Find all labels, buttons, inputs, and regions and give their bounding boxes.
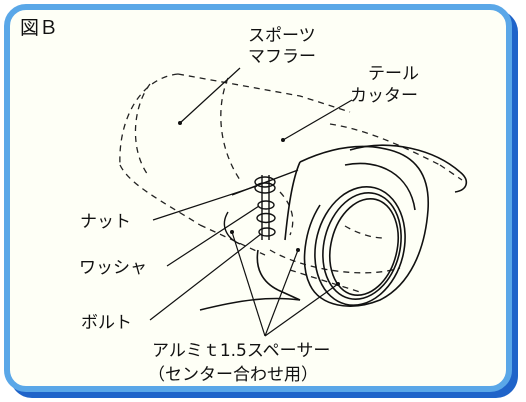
tail-cutter-label-1: テール xyxy=(368,64,419,84)
figure-label: 図Ｂ xyxy=(20,17,58,39)
spacer-label-2: （センター合わせ用） xyxy=(148,365,318,385)
sports-muffler-outline xyxy=(119,73,463,293)
sports-muffler-label-1: スポーツ xyxy=(248,26,316,46)
washer-label: ワッシャ xyxy=(79,258,147,278)
bolt-label: ボルト xyxy=(81,313,132,333)
spacer-label-1: アルミｔ1.5スペーサー xyxy=(152,341,330,361)
tail-cutter-label-2: カッター xyxy=(350,86,418,106)
sports-muffler-label-2: マフラー xyxy=(248,47,316,67)
leader-lines xyxy=(149,67,353,337)
tail-cutter xyxy=(199,144,468,311)
nut-label: ナット xyxy=(80,212,131,232)
bolt-assembly xyxy=(223,169,299,245)
